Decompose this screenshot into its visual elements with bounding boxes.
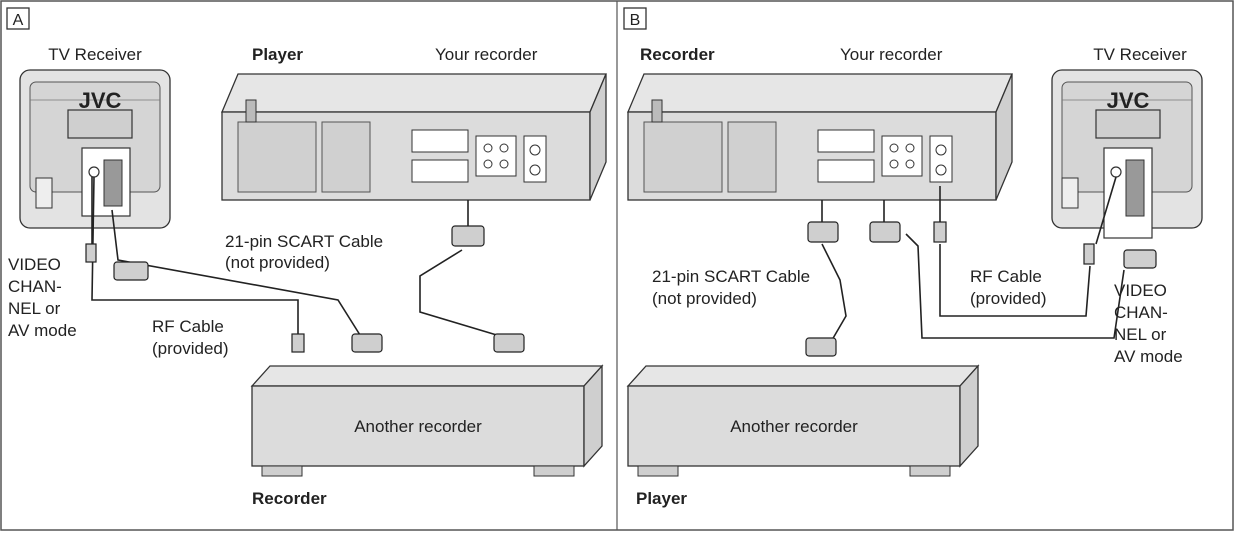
- video-line1-a: VIDEO: [8, 255, 61, 274]
- another-recorder-a: [250, 364, 604, 477]
- recorder-vcr-b: [627, 73, 1013, 201]
- connectors-b: [805, 221, 1157, 357]
- video-line3-a: NEL or: [8, 299, 61, 318]
- panel-a-letter-box: [6, 7, 30, 30]
- panel-b-letter: B: [630, 12, 641, 29]
- connectors-a: [85, 225, 525, 353]
- your-recorder-label-a: Your recorder: [435, 45, 538, 64]
- panel-a: A JVC TV Receiver: [6, 7, 607, 508]
- tv-receiver-label-b: TV Receiver: [1093, 45, 1187, 64]
- scart-cable-line2-b: (not provided): [652, 289, 757, 308]
- bottom-label-b: Player: [636, 489, 687, 508]
- rf-cable-line2-b: (provided): [970, 289, 1047, 308]
- panel-a-letter: A: [13, 12, 24, 29]
- player-vcr-a: [221, 73, 607, 201]
- cables-b: [821, 176, 1125, 341]
- video-line4-a: AV mode: [8, 321, 77, 340]
- tv-brand-a: JVC: [79, 88, 122, 113]
- rf-cable-line1-a: RF Cable: [152, 317, 224, 336]
- recorder-label-b: Recorder: [640, 45, 715, 64]
- player-label-a: Player: [252, 45, 303, 64]
- tv-receiver-b: [1051, 69, 1203, 239]
- scart-cable-line1-b: 21-pin SCART Cable: [652, 267, 810, 286]
- rf-cable-line1-b: RF Cable: [970, 267, 1042, 286]
- video-line4-b: AV mode: [1114, 347, 1183, 366]
- scart-cable-line2-a: (not provided): [225, 253, 330, 272]
- another-recorder-label-b: Another recorder: [730, 417, 858, 436]
- another-recorder-label-a: Another recorder: [354, 417, 482, 436]
- panel-b: B Recorder Your recorder: [623, 7, 1203, 508]
- another-recorder-b: [626, 364, 980, 477]
- tv-brand-b: JVC: [1107, 88, 1150, 113]
- video-line3-b: NEL or: [1114, 325, 1167, 344]
- rf-cable-line2-a: (provided): [152, 339, 229, 358]
- your-recorder-label-b: Your recorder: [840, 45, 943, 64]
- tv-receiver-a: [19, 69, 171, 229]
- scart-cable-line1-a: 21-pin SCART Cable: [225, 232, 383, 251]
- video-line2-b: CHAN-: [1114, 303, 1168, 322]
- bottom-label-a: Recorder: [252, 489, 327, 508]
- video-line2-a: CHAN-: [8, 277, 62, 296]
- panel-b-letter-box: [623, 7, 647, 30]
- tv-receiver-label-a: TV Receiver: [48, 45, 142, 64]
- video-line1-b: VIDEO: [1114, 281, 1167, 300]
